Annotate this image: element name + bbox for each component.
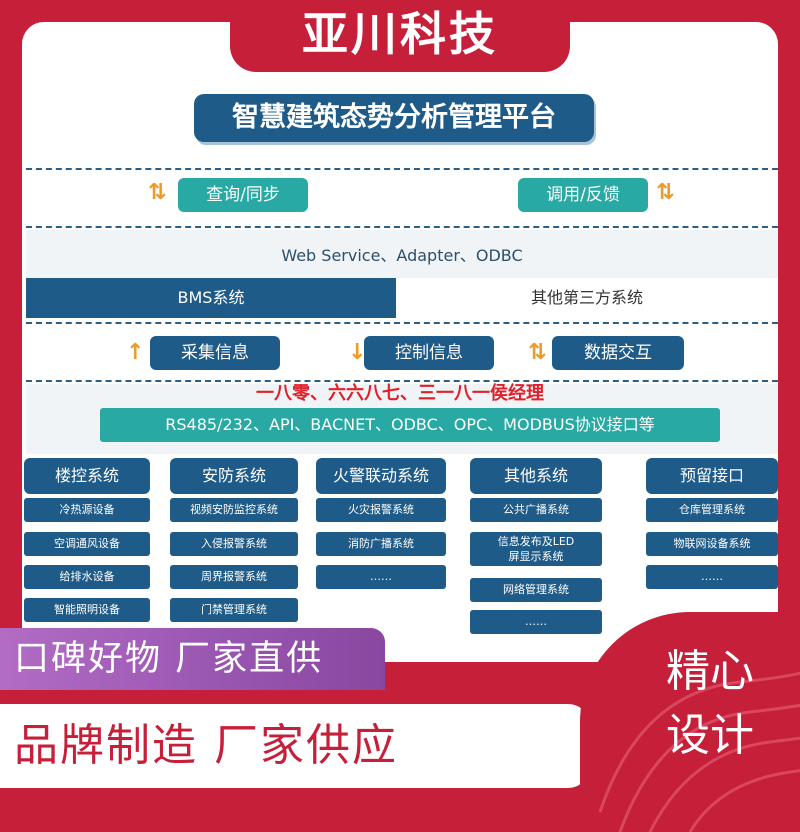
- platform-title: 智慧建筑态势分析管理平台: [194, 94, 594, 142]
- white-ribbon: 品牌制造 厂家供应: [0, 704, 590, 788]
- query-sync-button[interactable]: 查询/同步: [178, 178, 308, 212]
- band-query: [26, 172, 778, 224]
- list-item: 视频安防监控系统: [170, 498, 298, 522]
- list-item: 门禁管理系统: [170, 598, 298, 622]
- bms-system-bar: BMS系统: [26, 278, 396, 318]
- dash-line-4: [26, 380, 778, 382]
- dash-line-2: [26, 226, 778, 228]
- column-head-other-systems: 其他系统: [470, 458, 602, 494]
- list-item: ……: [646, 565, 778, 589]
- list-item: 入侵报警系统: [170, 532, 298, 556]
- dash-line-3: [26, 322, 778, 324]
- up-down-arrow-icon: ⇅: [528, 340, 547, 365]
- purple-ribbon: 口碑好物 厂家直供: [0, 628, 385, 690]
- dash-line-1: [26, 168, 778, 170]
- list-item: 消防广播系统: [316, 532, 446, 556]
- protocol-bar: RS485/232、API、BACNET、ODBC、OPC、MODBUS协议接口…: [100, 408, 720, 442]
- list-item: ……: [470, 610, 602, 634]
- list-item: 物联网设备系统: [646, 532, 778, 556]
- list-item: 智能照明设备: [24, 598, 150, 622]
- column-head-reserved-interface: 预留接口: [646, 458, 778, 494]
- collect-info-button[interactable]: 采集信息: [150, 336, 280, 370]
- list-item: 空调通风设备: [24, 532, 150, 556]
- column-head-fire-alarm: 火警联动系统: [316, 458, 446, 494]
- call-feedback-button[interactable]: 调用/反馈: [518, 178, 648, 212]
- list-item: 冷热源设备: [24, 498, 150, 522]
- list-item: 网络管理系统: [470, 578, 602, 602]
- column-head-security: 安防系统: [170, 458, 298, 494]
- third-party-system-bar: 其他第三方系统: [396, 278, 778, 318]
- up-arrow-icon: ↑: [126, 340, 145, 365]
- corner-line-2: 设计: [666, 710, 754, 761]
- up-down-arrow-icon: ⇅: [148, 180, 167, 205]
- down-arrow-icon: ↓: [348, 340, 367, 365]
- up-down-arrow-icon: ⇅: [656, 180, 675, 205]
- control-info-button[interactable]: 控制信息: [364, 336, 494, 370]
- brand-tab: [230, 0, 570, 72]
- list-item: 给排水设备: [24, 565, 150, 589]
- brand-title: 亚川科技: [302, 7, 498, 61]
- corner-badge: [580, 612, 800, 832]
- list-item: 周界报警系统: [170, 565, 298, 589]
- contact-watermark: 一八零、六六八七、三一八一侯经理: [256, 383, 544, 404]
- corner-text: 精心 设计: [640, 640, 780, 768]
- data-exchange-button[interactable]: 数据交互: [552, 336, 684, 370]
- corner-line-1: 精心: [666, 646, 754, 697]
- web-service-label: Web Service、Adapter、ODBC: [281, 246, 523, 265]
- list-item: 仓库管理系统: [646, 498, 778, 522]
- band-webservice: [26, 230, 778, 278]
- column-head-building-control: 楼控系统: [24, 458, 150, 494]
- list-item: 火灾报警系统: [316, 498, 446, 522]
- list-item: 公共广播系统: [470, 498, 602, 522]
- list-item: ……: [316, 565, 446, 589]
